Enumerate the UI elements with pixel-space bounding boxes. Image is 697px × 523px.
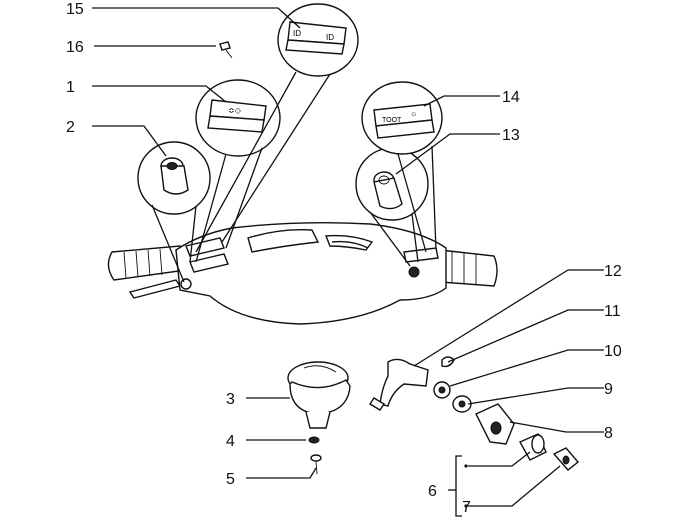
callout-15: 15 — [66, 1, 84, 18]
callout-6: 6 — [428, 483, 437, 500]
callout-1: 1 — [66, 79, 75, 96]
callout-3: 3 — [226, 391, 235, 408]
callout-16: 16 — [66, 39, 84, 56]
svg-text:≎◇: ≎◇ — [228, 106, 242, 115]
screw-5 — [310, 454, 322, 475]
svg-text:☼: ☼ — [410, 109, 417, 118]
horn-3 — [287, 361, 351, 429]
ring-10 — [433, 381, 451, 399]
callout-2: 2 — [66, 119, 75, 136]
callout-4: 4 — [226, 433, 235, 450]
connector-12 — [369, 358, 429, 411]
right-grip — [439, 249, 498, 287]
switch-15: ID ID — [285, 21, 347, 55]
callout-7: 7 — [462, 499, 471, 516]
callout-labels: 15 16 1 2 3 4 5 6 7 8 9 10 11 12 13 14 — [66, 1, 622, 516]
switch-1: ≎◇ — [207, 99, 267, 133]
washer-4 — [308, 436, 320, 444]
screw-16 — [219, 41, 233, 59]
leader-lines — [92, 7, 604, 517]
callout-11: 11 — [604, 303, 621, 320]
svg-text:ID: ID — [293, 29, 301, 38]
callout-9: 9 — [604, 381, 613, 398]
left-grip — [107, 245, 187, 281]
svg-text:TOOT: TOOT — [382, 117, 402, 124]
bushing-8 — [475, 403, 515, 445]
switch-14: TOOT ☼ — [373, 103, 435, 139]
callout-14: 14 — [502, 89, 520, 106]
brake-lever — [128, 279, 182, 299]
callout-10: 10 — [604, 343, 622, 360]
svg-text:ID: ID — [326, 33, 334, 42]
knob-2 — [160, 157, 189, 195]
handlebar-assembly — [107, 221, 498, 325]
knob-13 — [373, 171, 403, 210]
zoom-lines — [151, 71, 437, 283]
handlebar-cover — [175, 221, 447, 325]
callout-5: 5 — [226, 471, 235, 488]
callout-12: 12 — [604, 263, 622, 280]
callout-8: 8 — [604, 425, 613, 442]
screw-7 — [552, 447, 580, 471]
callout-13: 13 — [502, 127, 520, 144]
